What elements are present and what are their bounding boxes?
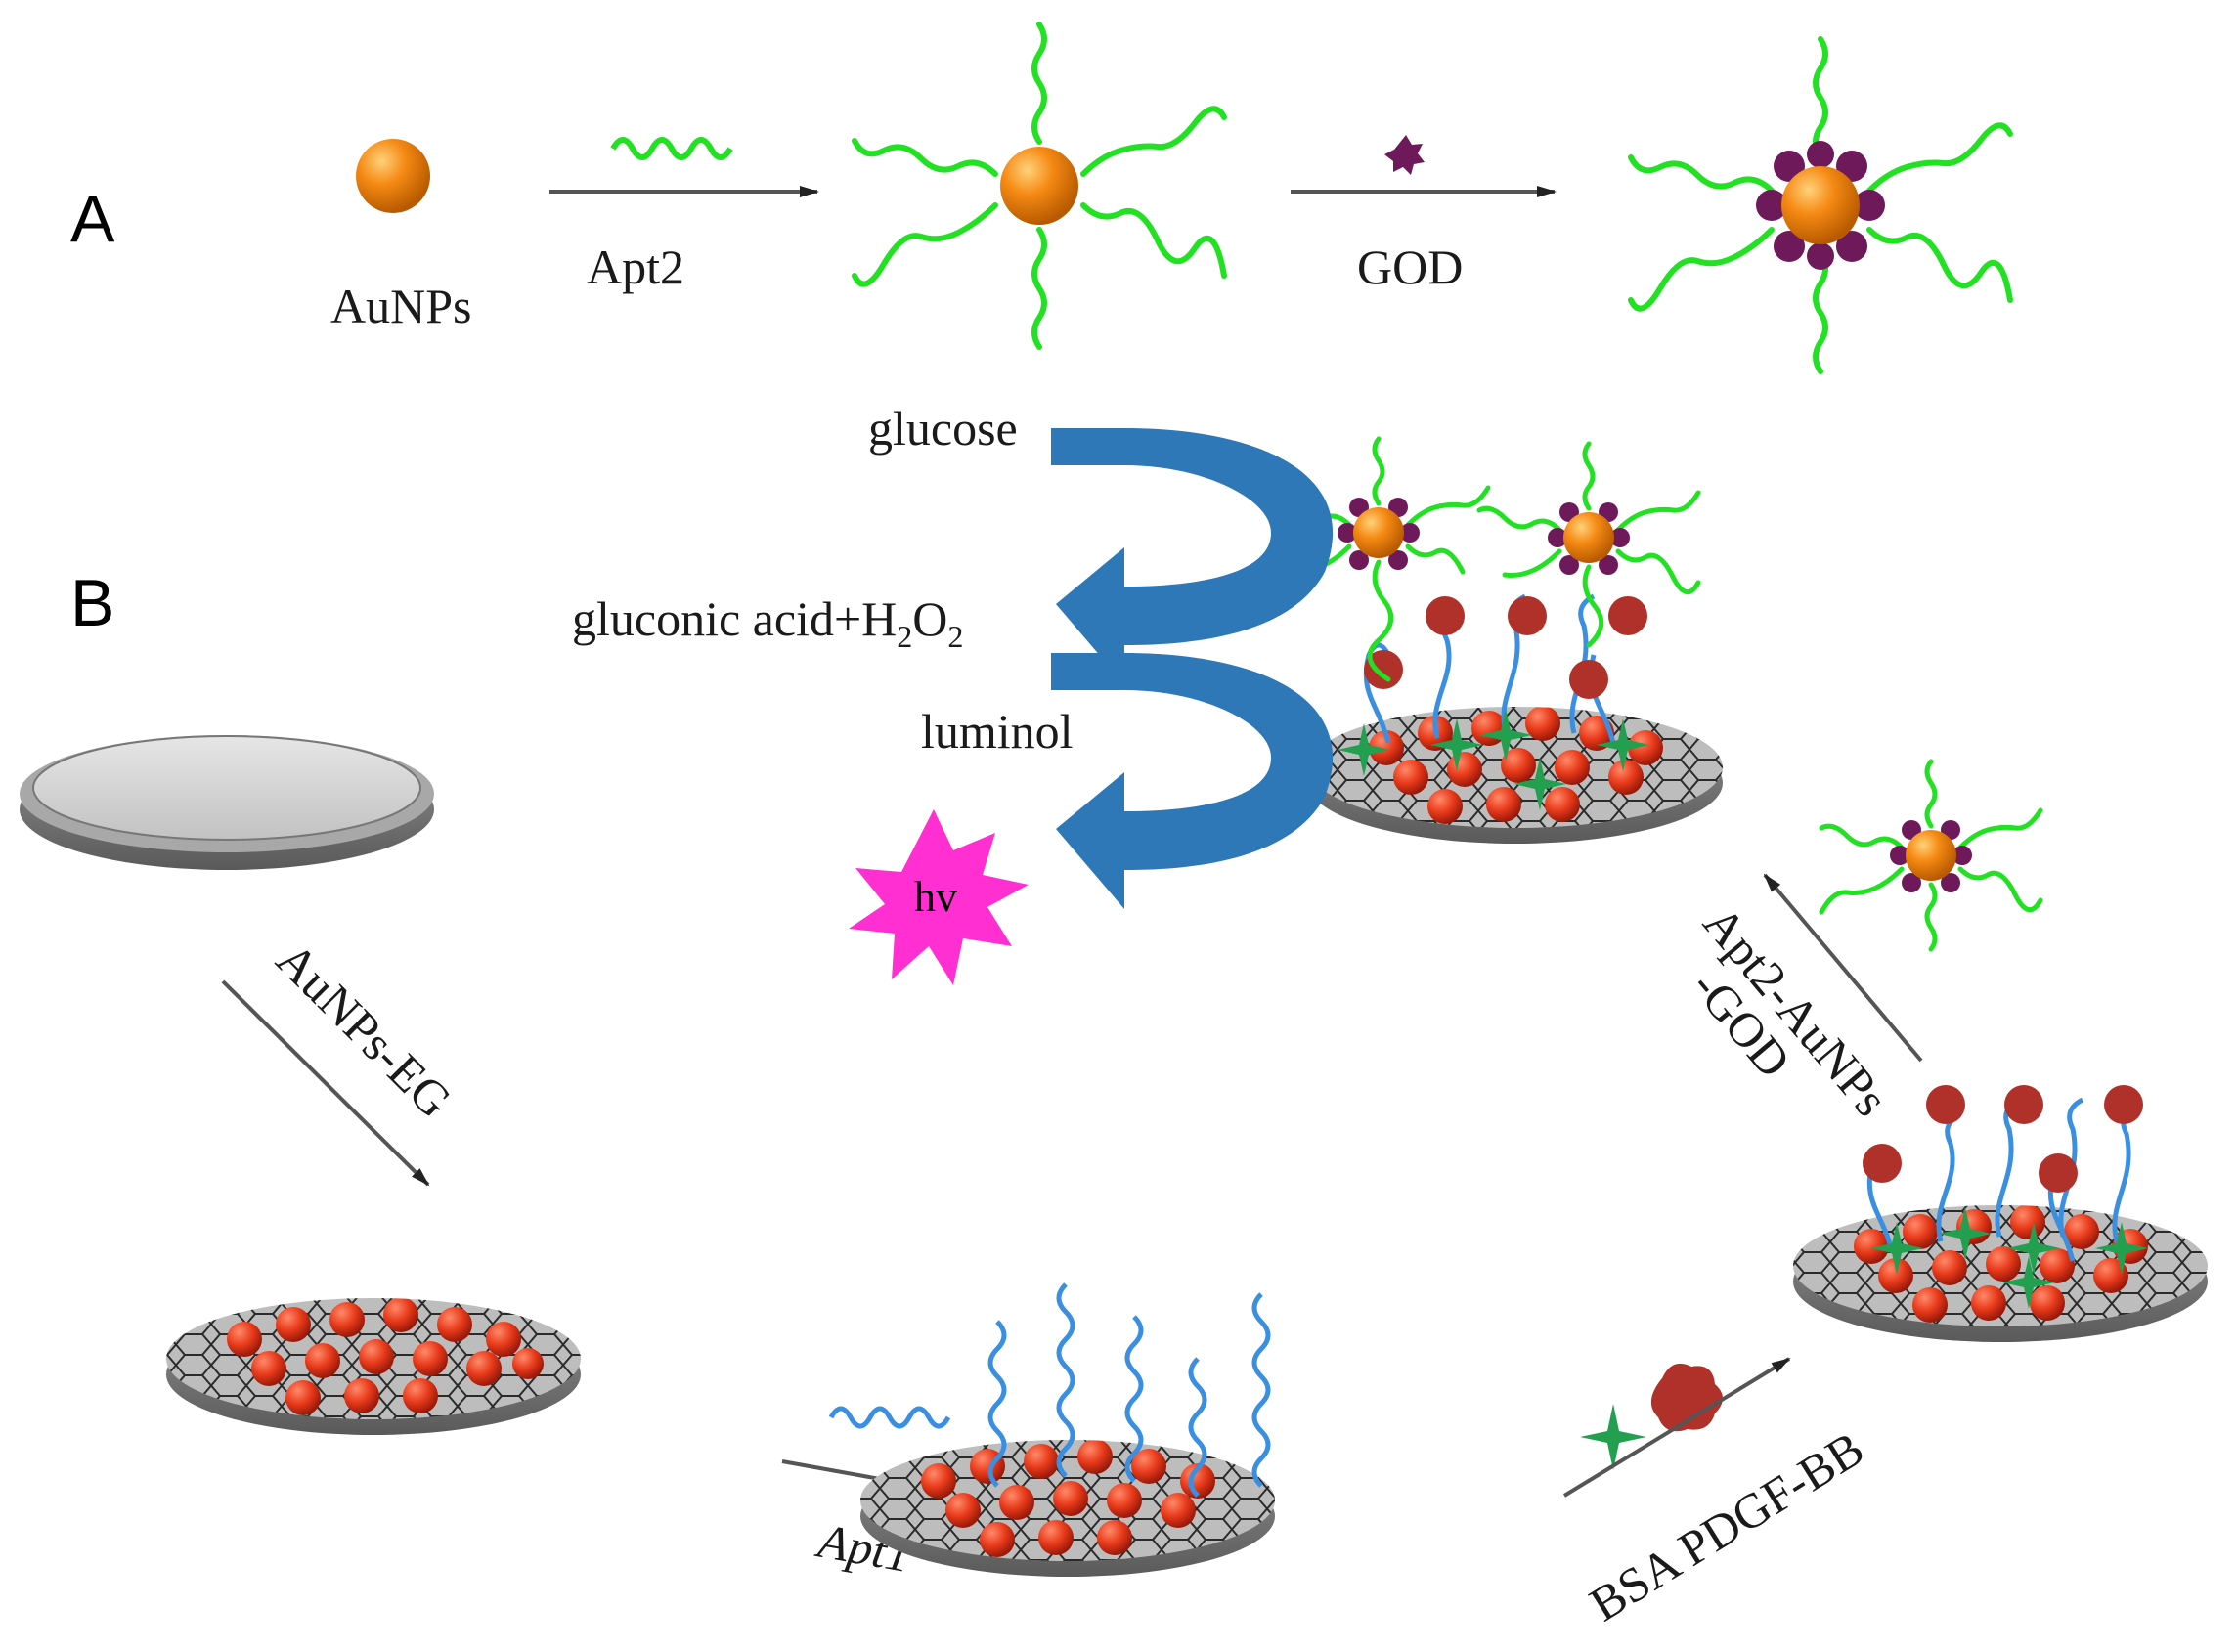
luminol-label: luminol — [921, 704, 1074, 759]
glucose-reaction-arrow — [1051, 428, 1334, 684]
panel-label-b: B — [70, 566, 114, 640]
apt1-electrode — [860, 1282, 1275, 1577]
god-label: GOD — [1357, 239, 1463, 294]
glucose-label: glucose — [868, 401, 1018, 456]
apt2-aunp-god-conjugate — [1628, 36, 2013, 374]
god-enzyme-icon — [1384, 135, 1425, 175]
hv-label: hv — [914, 873, 957, 921]
aunps-label: AuNPs — [330, 279, 471, 333]
panel-label-a: A — [70, 182, 115, 256]
green-strand-icon — [610, 137, 733, 160]
oxygen-text: O — [912, 591, 947, 646]
luminol-reaction-arrow — [1051, 653, 1334, 909]
sandwich-electrode — [1292, 436, 1723, 844]
arrow-apt2-aunps-god — [1763, 873, 1923, 1063]
gluconic-acid-label: gluconic acid+H2O2 — [572, 591, 963, 654]
aunps-eg-electrode — [166, 1298, 581, 1435]
arrow-bsa-pdgf — [1562, 1357, 1791, 1498]
apt2-label: Apt2 — [587, 239, 684, 294]
light-emission-burst-icon — [849, 809, 1029, 985]
h-subscript-two: 2 — [897, 619, 912, 654]
gold-nanoparticle — [356, 139, 430, 213]
pdgf-protein-icon — [1650, 1363, 1723, 1432]
apt2-aunp-god-probe — [1819, 759, 2043, 952]
pdgf-bound-electrode — [1793, 1085, 2208, 1342]
apt2-aunp-conjugate — [852, 22, 1227, 350]
bsa-star-icon — [1580, 1404, 1646, 1470]
blue-strand-icon — [828, 1406, 951, 1429]
aunps-eg-label: AuNPs-EG — [266, 932, 462, 1128]
bare-electrode — [20, 735, 434, 870]
arrow-aunps-eg — [221, 979, 430, 1187]
gluconic-acid-text: gluconic acid+H — [572, 591, 897, 646]
o-subscript-two: 2 — [947, 619, 963, 654]
bsa-pdgf-label: BSA PDGF-BB — [1580, 1420, 1873, 1631]
